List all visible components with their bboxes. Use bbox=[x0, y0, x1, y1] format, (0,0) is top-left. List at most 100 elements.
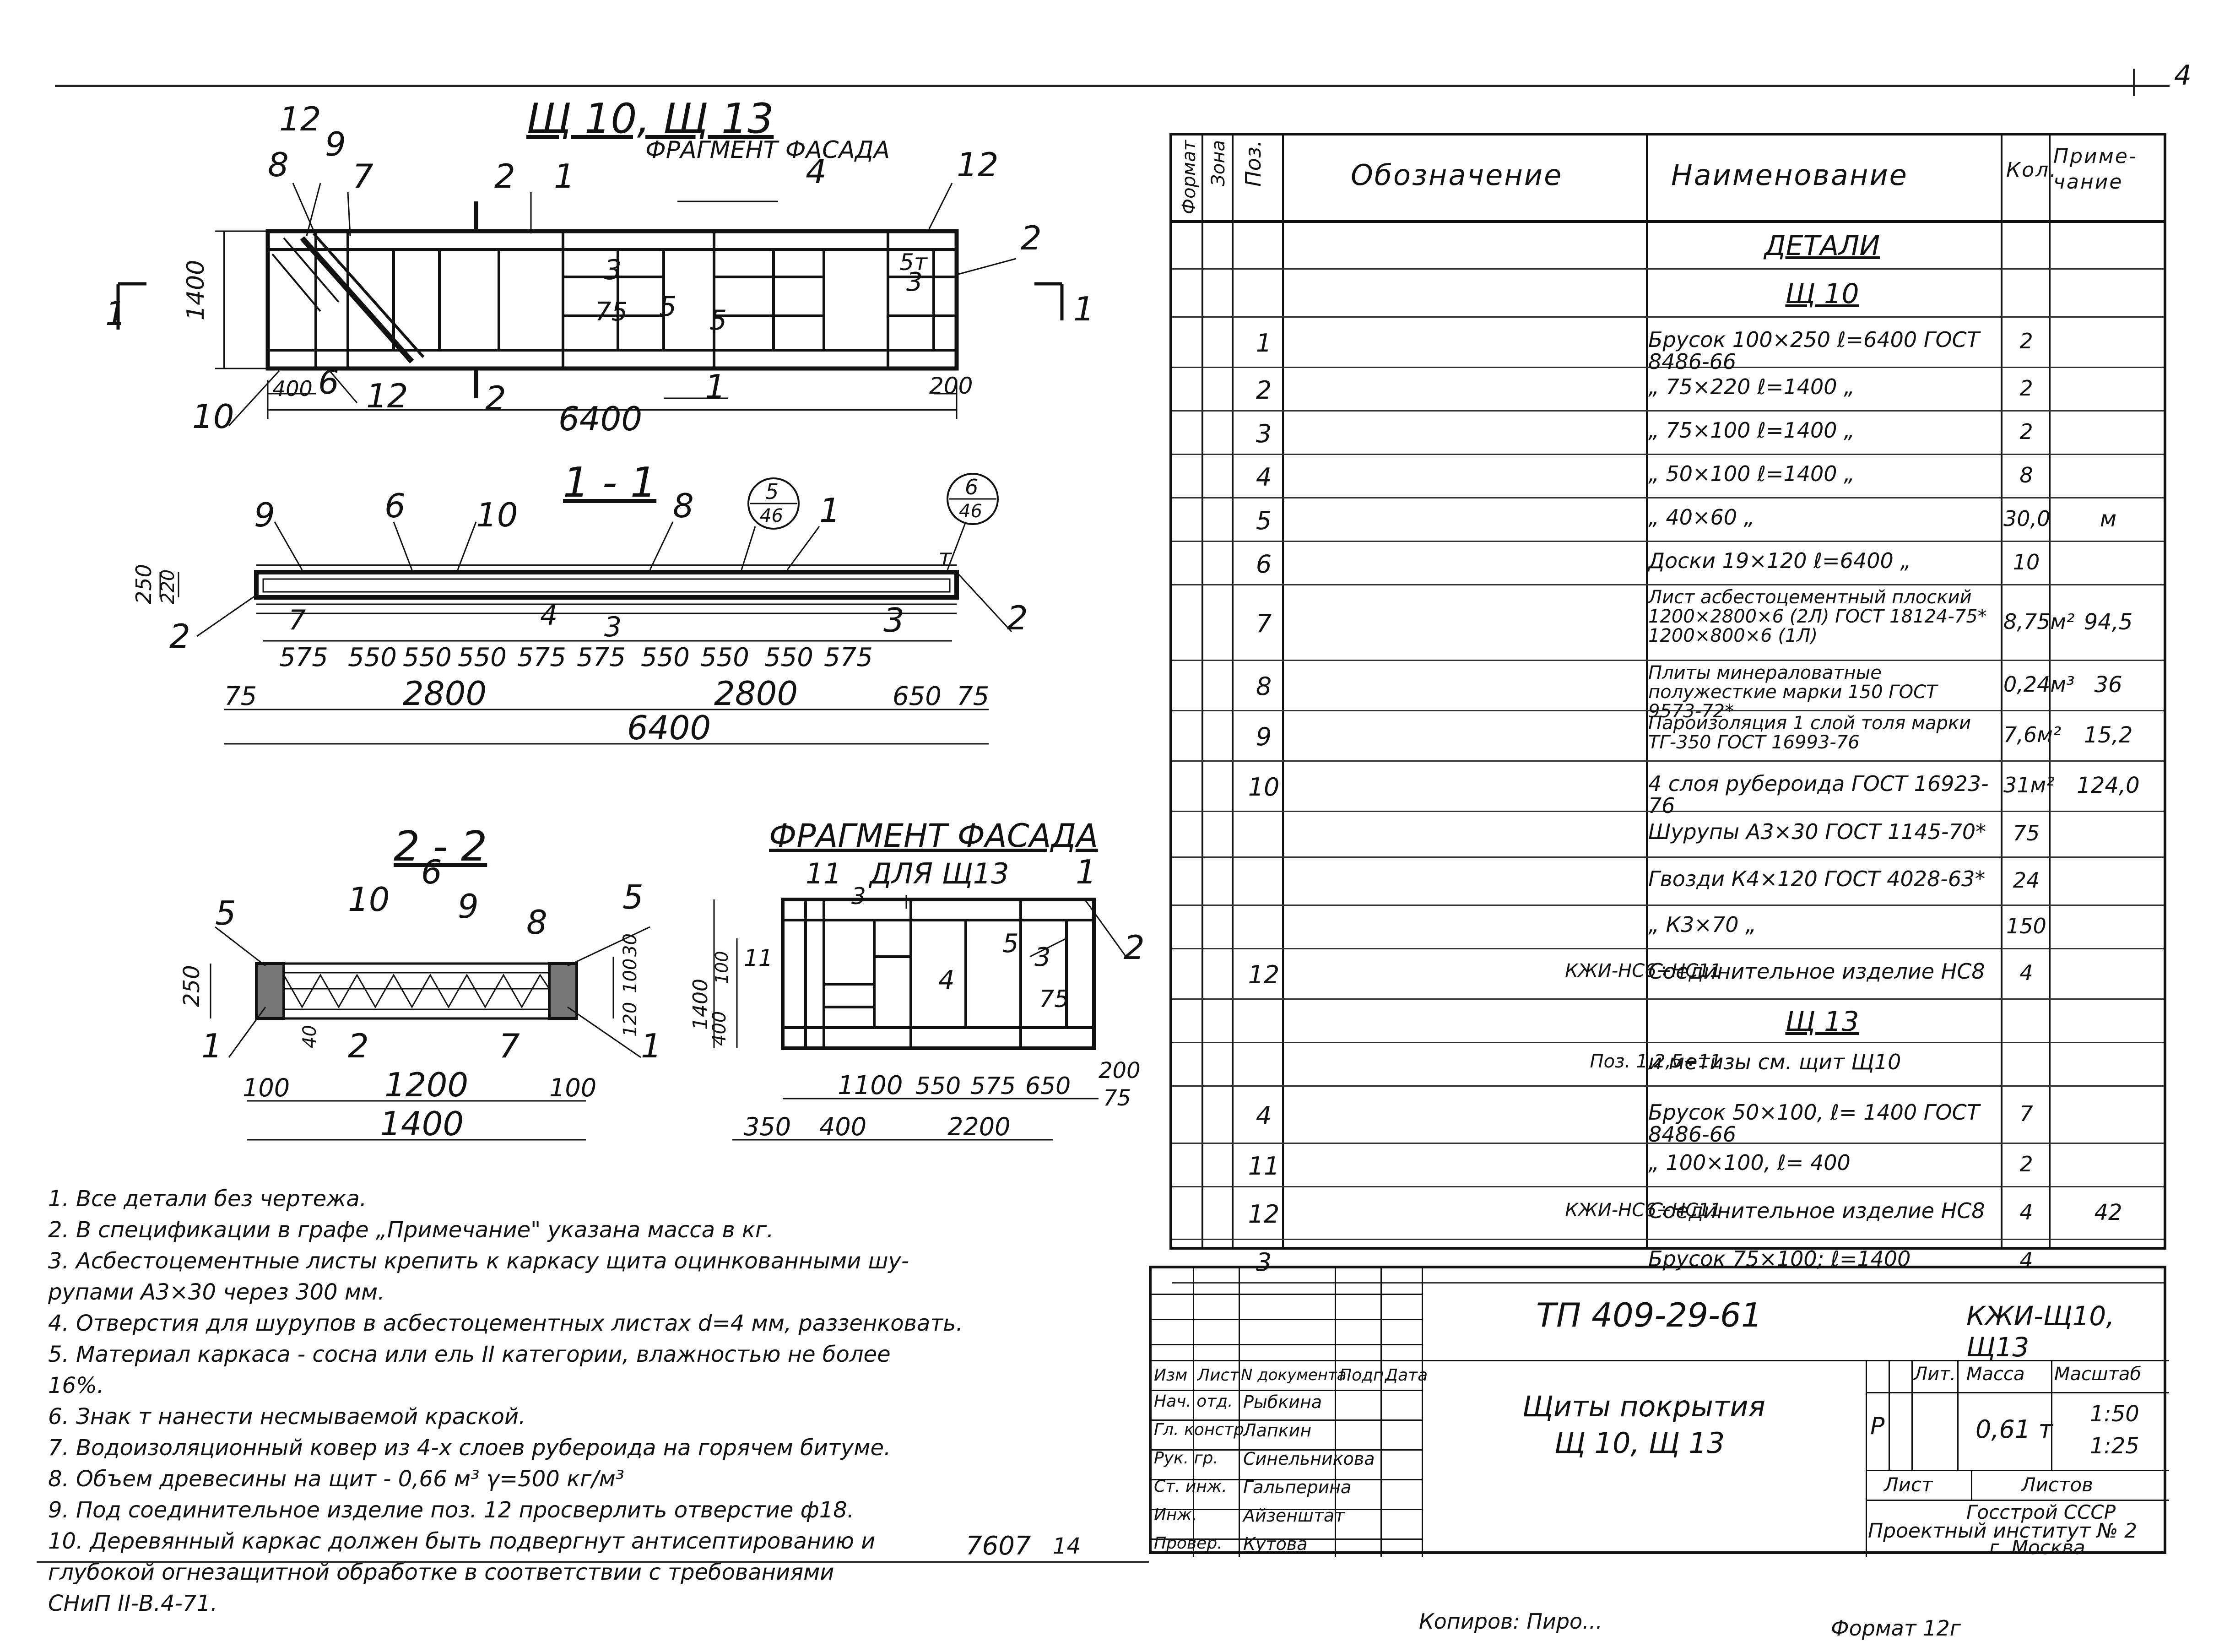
fragment-callout: 5 bbox=[1002, 929, 1019, 959]
facade-section-2-top: 2 bbox=[494, 157, 515, 195]
facade-dim-200: 200 bbox=[929, 373, 973, 399]
fragment-callout: 11 bbox=[744, 945, 773, 971]
section-11-callout: 8 bbox=[673, 487, 694, 525]
fragment-drawing bbox=[713, 895, 1127, 1141]
section-11-callout: 2 bbox=[1007, 599, 1028, 637]
section-11-h250: 250 bbox=[131, 564, 156, 604]
col-ndoc: N документа bbox=[1241, 1366, 1347, 1384]
spec-name: Плиты минераловатные полужесткие марки 1… bbox=[1648, 662, 1938, 722]
spec-name: и метизы см. щит Щ10 bbox=[1648, 1049, 1901, 1074]
col-data: Дата bbox=[1385, 1366, 1428, 1385]
sheet-title-2: Щ 10, Щ 13 bbox=[1554, 1426, 1725, 1460]
signatory-name: Лапкин bbox=[1243, 1420, 1312, 1441]
spec-row: ДЕТАЛИ bbox=[1172, 220, 2164, 270]
section-22-right-dim: 120 bbox=[620, 1002, 641, 1037]
facade-callout: 8 bbox=[268, 146, 289, 184]
section-22-callout: 6 bbox=[421, 853, 442, 891]
facade-callout: 3 bbox=[906, 267, 923, 297]
facade-drawing bbox=[116, 183, 1064, 427]
section-11-top-dim: 550 bbox=[348, 643, 397, 672]
section-11-callout: 3 bbox=[604, 611, 622, 643]
section-22-callout: 1 bbox=[641, 1027, 662, 1065]
col-izm: Изм bbox=[1154, 1366, 1188, 1385]
inventory-stamp: 7607 bbox=[966, 1531, 1031, 1561]
fragment-callout: 1 bbox=[1076, 853, 1097, 891]
signatory-role: Провер. bbox=[1154, 1534, 1223, 1553]
mass-value: 0,61 т bbox=[1975, 1415, 2053, 1444]
spec-name: „ 100×100, ℓ= 400 bbox=[1648, 1150, 1851, 1175]
lit-value: Р bbox=[1870, 1413, 1885, 1440]
section-22-bottom-dim: 100 bbox=[243, 1073, 290, 1102]
spec-name: Брусок 50×100, ℓ= 1400 ГОСТ 8486-66 bbox=[1648, 1100, 1980, 1147]
spec-qty: 2 bbox=[2019, 419, 2033, 444]
col-podp: Подп. bbox=[1339, 1366, 1389, 1385]
facade-callout: 6 bbox=[318, 363, 339, 401]
spec-pos: 4 bbox=[1256, 462, 1272, 492]
section-1-1-drawing bbox=[159, 473, 1012, 745]
section-11-top-dim: 575 bbox=[517, 643, 566, 672]
spec-name: „ К3×70 „ bbox=[1648, 912, 1756, 937]
spec-name: Щ 10 bbox=[1785, 277, 1859, 310]
spec-row: 3„ 75×100 ℓ=1400 „2 bbox=[1172, 410, 2164, 455]
spec-head-name: Наименование bbox=[1671, 158, 1908, 192]
spec-name: 4 слоя рубероида ГОСТ 16923-76 bbox=[1648, 771, 1989, 818]
spec-pos: 2 bbox=[1256, 375, 1272, 405]
section-22-callout: 7 bbox=[499, 1027, 520, 1065]
scale-label: Масштаб bbox=[2054, 1364, 2142, 1385]
spec-name: Соединительное изделие НС8 bbox=[1648, 959, 1985, 984]
note-line: 8. Объем древесины на щит - 0,66 м³ γ=50… bbox=[48, 1466, 624, 1492]
spec-pos: 3 bbox=[1256, 419, 1272, 448]
spec-name: Гвозди К4×120 ГОСТ 4028-63* bbox=[1648, 866, 1986, 891]
fragment-left-dim: 400 bbox=[709, 1011, 730, 1046]
section-11-top-dim: 575 bbox=[577, 643, 626, 672]
section-2-2-drawing bbox=[210, 926, 650, 1141]
note-line: 10. Деревянный каркас должен быть подвер… bbox=[48, 1528, 876, 1554]
section-22-callout: 9 bbox=[458, 887, 479, 926]
spec-name: Щ 13 bbox=[1785, 1005, 1859, 1038]
spec-name: Лист асбестоцементный плоский 1200×2800×… bbox=[1648, 587, 1987, 646]
spec-note: 15,2 bbox=[2084, 722, 2133, 748]
section-22-total-dim: 1400 bbox=[380, 1105, 464, 1143]
facade-height-dim: 1400 bbox=[182, 260, 210, 320]
spec-note: 36 bbox=[2094, 672, 2122, 698]
project-number: ТП 409-29-61 bbox=[1536, 1296, 1762, 1334]
spec-qty: 7 bbox=[2019, 1101, 2033, 1126]
fragment-bottom-dim: 1100 bbox=[838, 1071, 903, 1100]
section-22-callout: 2 bbox=[348, 1027, 369, 1065]
sheet-label: Лист bbox=[1884, 1473, 1933, 1496]
spec-qty: 7,6м² bbox=[2003, 722, 2062, 747]
spec-head-designation: Обозначение bbox=[1351, 158, 1563, 192]
spec-note: 124,0 bbox=[2077, 773, 2140, 798]
spec-name: Брусок 100×250 ℓ=6400 ГОСТ 8486-66 bbox=[1648, 327, 1980, 374]
section-11-top-dim: 550 bbox=[764, 643, 813, 672]
section-11-mid-dim: 2800 bbox=[403, 674, 487, 713]
fragment-callout: 75 bbox=[1039, 986, 1069, 1013]
note-line: 7. Водоизоляционный ковер из 4-х слоев р… bbox=[48, 1435, 891, 1461]
section-11-callout: 4 bbox=[540, 600, 557, 632]
spec-qty: 2 bbox=[2019, 375, 2033, 401]
spec-name: Пароизоляция 1 слой толя марки ТГ-350 ГО… bbox=[1648, 713, 1971, 753]
section-22-dim-40: 40 bbox=[299, 1025, 320, 1048]
facade-title: Щ 10, Щ 13 bbox=[526, 95, 774, 143]
note-line: 1. Все детали без чертежа. bbox=[48, 1186, 367, 1212]
spec-qty: 31м² bbox=[2003, 773, 2055, 797]
facade-callout: 10 bbox=[192, 397, 234, 436]
section-11-callout: 10 bbox=[476, 496, 518, 534]
facade-section-1-left: 1 bbox=[105, 294, 126, 333]
spec-designation: КЖИ-НС6÷НС11 bbox=[1565, 960, 1721, 981]
circle-ref-bottom: 46 bbox=[959, 501, 982, 522]
section-22-callout: 1 bbox=[201, 1027, 222, 1065]
section-11-top-dim: 575 bbox=[279, 643, 328, 672]
note-line: рупами А3×30 через 300 мм. bbox=[48, 1279, 385, 1305]
spec-designation: КЖИ-НС6÷НС11 bbox=[1565, 1199, 1721, 1221]
facade-callout: 7 bbox=[352, 157, 373, 195]
spec-qty: 0,24м³ bbox=[2003, 672, 2075, 697]
org-line-2: Проектный институт № 2 bbox=[1868, 1519, 2138, 1543]
inventory-stamp-2: 14 bbox=[1053, 1533, 1081, 1559]
section-11-callout: 3 bbox=[883, 601, 904, 639]
spec-pos: 5 bbox=[1256, 506, 1272, 535]
fragment-title: ФРАГМЕНТ ФАСАДА bbox=[769, 817, 1098, 855]
